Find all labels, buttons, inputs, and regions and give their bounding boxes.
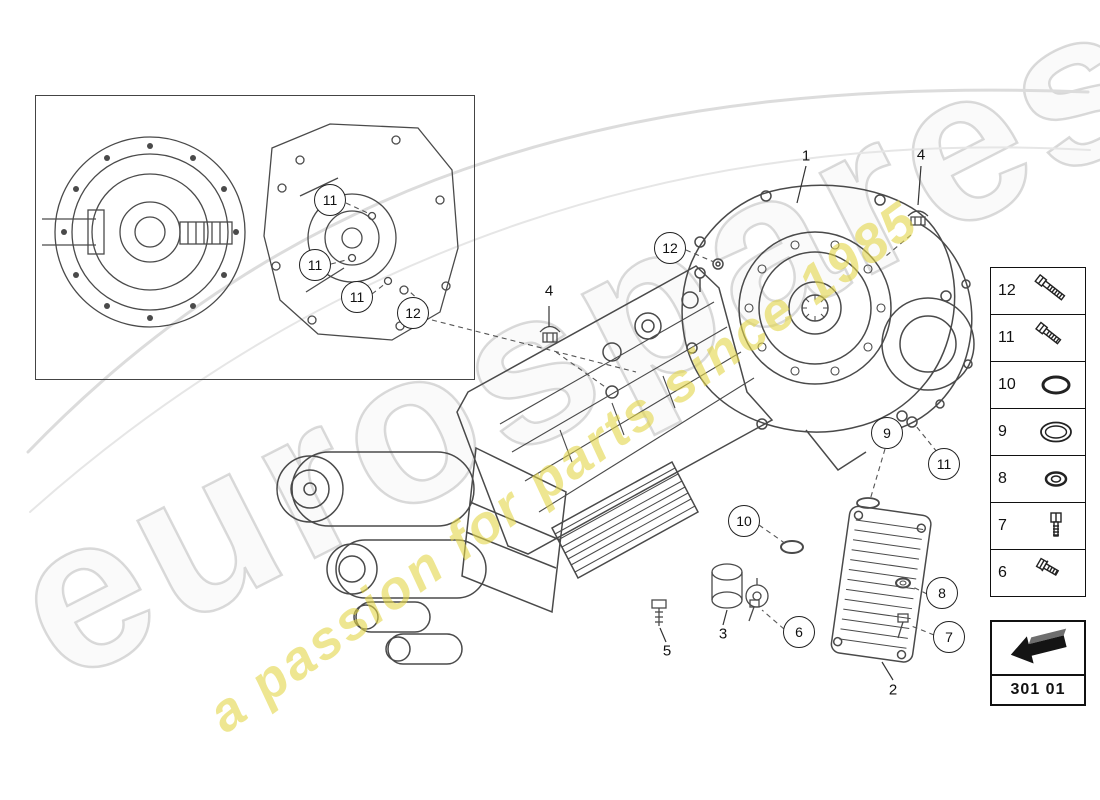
- legend-number: 6: [998, 564, 1007, 581]
- legend-row-9[interactable]: 9: [991, 409, 1085, 456]
- callout-4[interactable]: 4: [916, 146, 926, 164]
- callout-10[interactable]: 10: [728, 505, 760, 537]
- flange-bolt-icon: [1026, 556, 1085, 590]
- gearbox-drawing: [276, 184, 975, 665]
- callout-4[interactable]: 4: [544, 282, 554, 300]
- clutch-bolt-ring: [61, 143, 239, 321]
- callout-5[interactable]: 5: [662, 642, 672, 660]
- legend-row-7[interactable]: 7: [991, 503, 1085, 550]
- small-parts: [539, 210, 929, 639]
- legend-number: 9: [998, 423, 1007, 440]
- callout-11[interactable]: 11: [341, 281, 373, 313]
- washer-icon: [1026, 462, 1085, 496]
- detail-inset-frame: [35, 95, 475, 380]
- callout-1[interactable]: 1: [801, 147, 811, 165]
- legend-row-6[interactable]: 6: [991, 550, 1085, 596]
- leader-lines-dashed: [330, 202, 938, 636]
- oil-cooler-part: [830, 505, 932, 663]
- callout-6[interactable]: 6: [783, 616, 815, 648]
- leader-lines-solid: [548, 165, 922, 681]
- legend-number: 12: [998, 282, 1016, 299]
- callout-12[interactable]: 12: [654, 232, 686, 264]
- swoosh-curves: [26, 88, 1091, 513]
- o-ring-icon: [1026, 415, 1085, 449]
- seal-ring-icon: [1026, 368, 1085, 402]
- direction-arrow-icon: [992, 622, 1084, 674]
- diagram-code-box[interactable]: 301 01: [990, 620, 1086, 706]
- hex-bolt-long-icon: [1026, 274, 1085, 308]
- legend-row-11[interactable]: 11: [991, 315, 1085, 362]
- legend-number: 11: [998, 329, 1015, 346]
- callout-8[interactable]: 8: [926, 577, 958, 609]
- callout-3[interactable]: 3: [718, 625, 728, 643]
- callout-2[interactable]: 2: [888, 681, 898, 699]
- callout-9[interactable]: 9: [871, 417, 903, 449]
- callout-12[interactable]: 12: [397, 297, 429, 329]
- callout-11[interactable]: 11: [314, 184, 346, 216]
- callout-7[interactable]: 7: [933, 621, 965, 653]
- legend-row-10[interactable]: 10: [991, 362, 1085, 409]
- socket-head-bolt-icon: [1026, 509, 1085, 543]
- legend-number: 10: [998, 376, 1016, 393]
- inset-drawing: [42, 123, 459, 341]
- hex-bolt-icon: [1026, 321, 1085, 355]
- page-code: 301 01: [992, 674, 1084, 704]
- legend-number: 7: [998, 517, 1007, 534]
- legend-number: 8: [998, 470, 1007, 487]
- legend-row-12[interactable]: 12: [991, 268, 1085, 315]
- parts-legend: 12 11: [990, 267, 1086, 597]
- callout-11[interactable]: 11: [928, 448, 960, 480]
- legend-row-8[interactable]: 8: [991, 456, 1085, 503]
- callout-11[interactable]: 11: [299, 249, 331, 281]
